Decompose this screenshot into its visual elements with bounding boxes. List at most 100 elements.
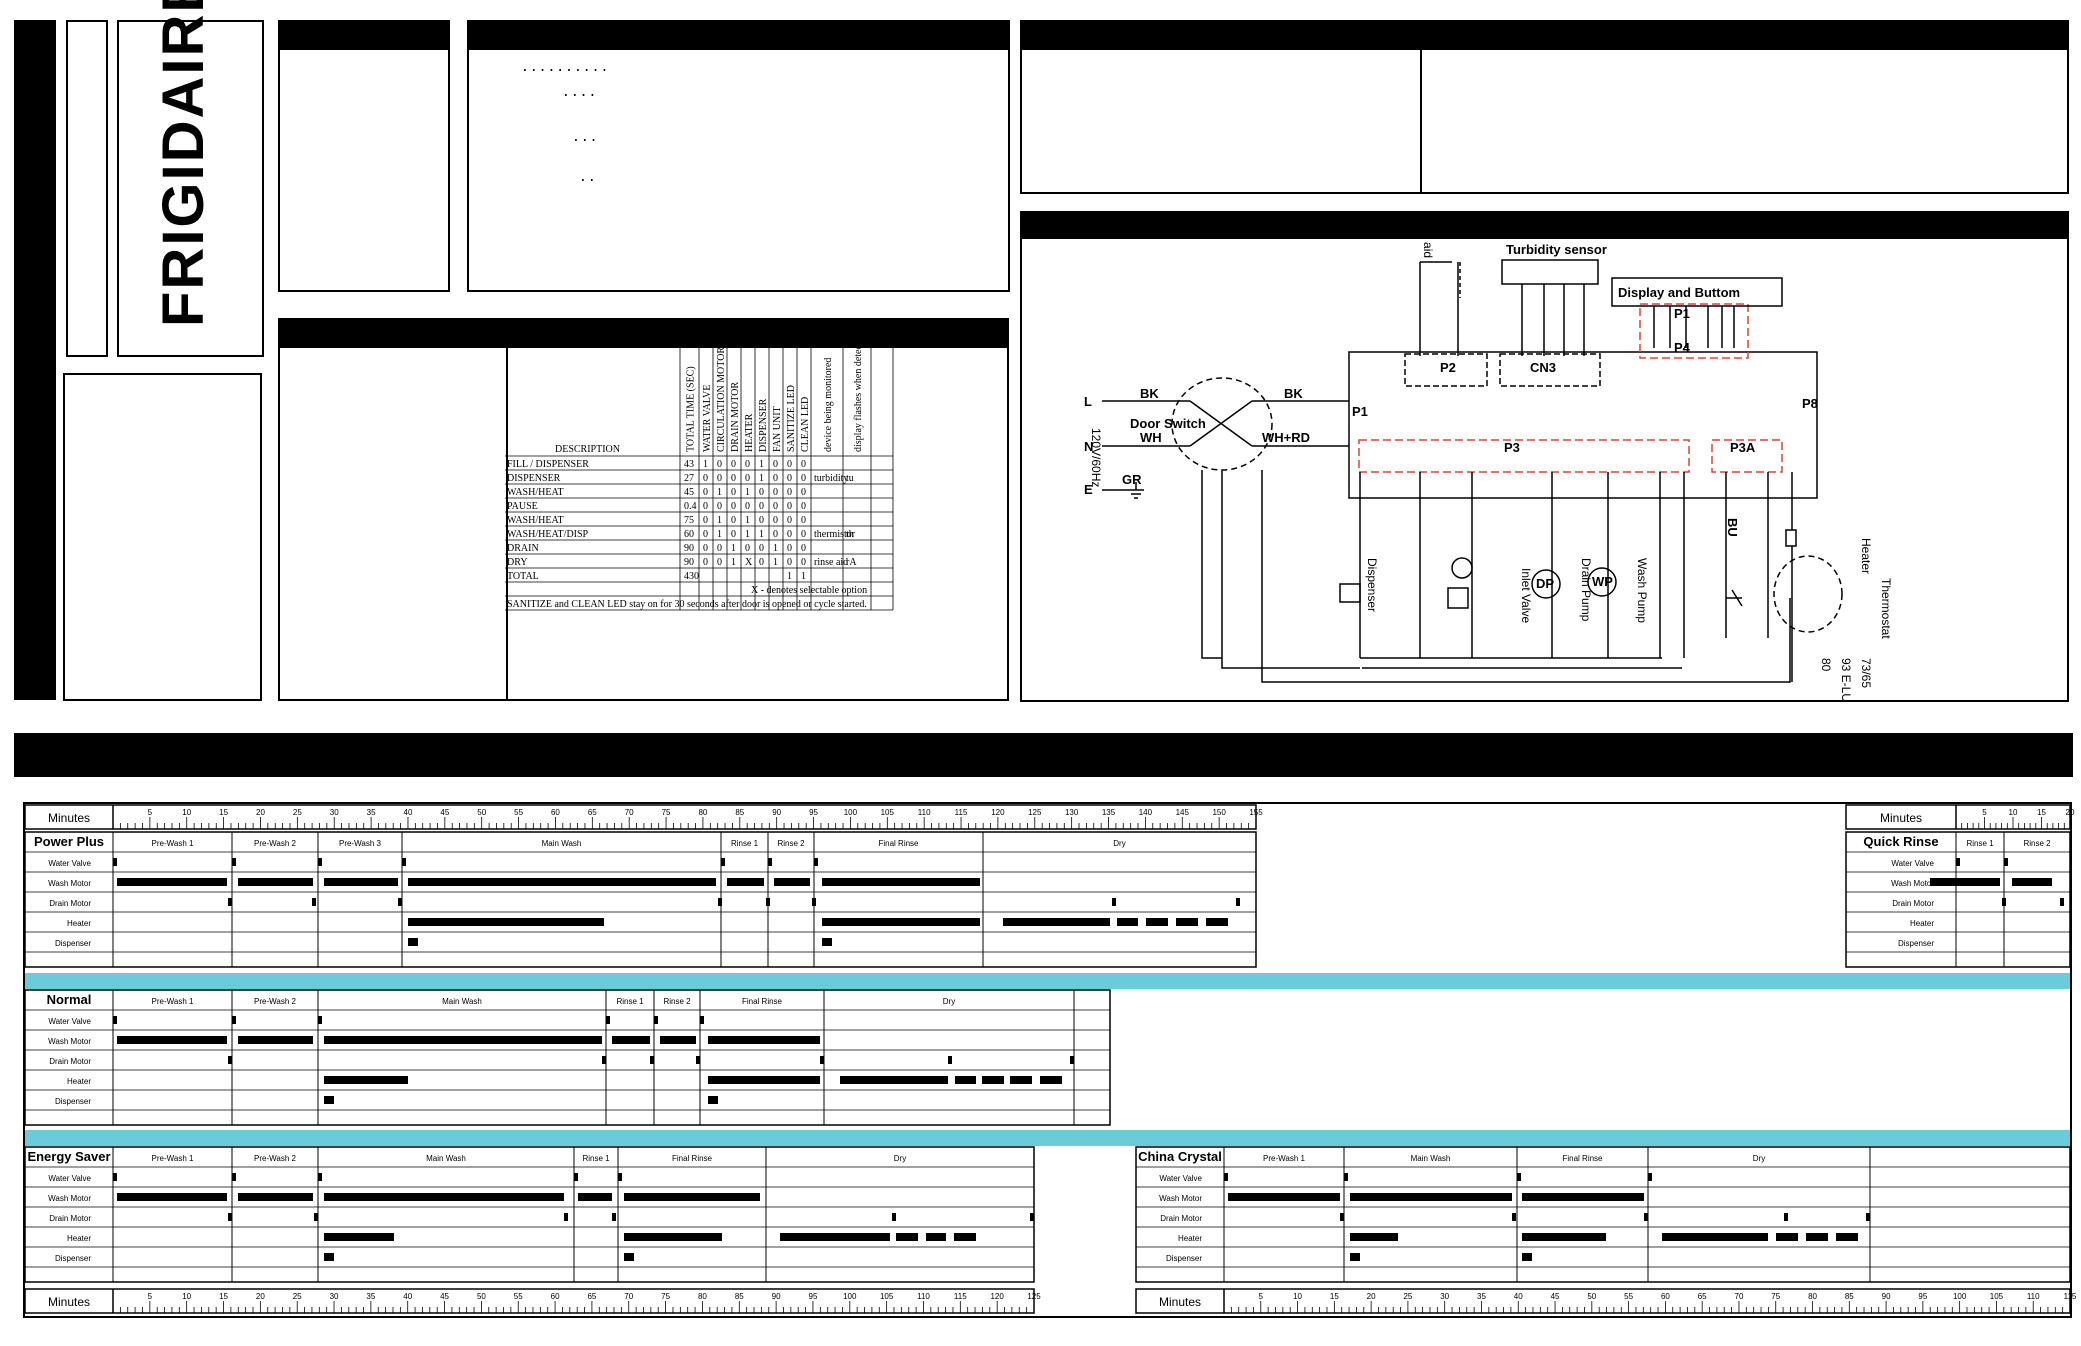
activity-bar (1644, 1213, 1648, 1221)
activity-bar (1784, 1213, 1788, 1221)
table-cell: 0 (801, 459, 806, 470)
ruler-tick-label: 55 (1624, 1292, 1633, 1301)
activity-bar (113, 1016, 117, 1024)
table-cell: 1 (759, 459, 764, 470)
therm-rating-2: 93 E-LUX (1839, 658, 1853, 700)
ruler-tick-label: 105 (1990, 1292, 2004, 1301)
ruler-tick-label: 150 (1212, 808, 1226, 817)
activity-bar (324, 1096, 334, 1104)
bk-wire-label: BK (1140, 386, 1159, 401)
table-cell: 0 (731, 515, 736, 526)
ruler-tick-label: 60 (551, 808, 560, 817)
phase-label: Pre-Wash 2 (254, 839, 296, 848)
table-cell: turbidity (814, 473, 848, 484)
table-cell: DRAIN (507, 543, 539, 554)
track-label: Water Valve (48, 1174, 91, 1183)
earth-label: E (1084, 482, 1093, 497)
ruler-tick-label: 35 (366, 1292, 375, 1301)
activity-bar (948, 1056, 952, 1064)
panel-dots-header (469, 22, 1008, 50)
table-cell: 1 (773, 543, 778, 554)
activity-bar (324, 878, 398, 886)
table-cell: th (846, 529, 854, 540)
table-cell: 0 (731, 501, 736, 512)
table-cell: 0 (703, 557, 708, 568)
activity-bar (896, 1233, 918, 1241)
table-cell: 27 (684, 473, 694, 484)
ruler-tick-label: 30 (330, 1292, 339, 1301)
activity-bar (2012, 878, 2052, 886)
dots-2: .... (562, 85, 598, 100)
track-label: Wash Motor (48, 879, 91, 888)
activity-bar (324, 1253, 334, 1261)
table-cell: 0 (773, 515, 778, 526)
table-cell: 0 (717, 501, 722, 512)
ruler-tick-label: 50 (1587, 1292, 1596, 1301)
table-cell: 1 (745, 529, 750, 540)
table-cell: 43 (684, 459, 694, 470)
activity-bar (117, 1193, 227, 1201)
activity-bar (1776, 1233, 1798, 1241)
track-label: Water Valve (1891, 859, 1934, 868)
table-cell: 45 (684, 487, 694, 498)
table-cell: 1 (745, 515, 750, 526)
table-cell: 1 (731, 557, 736, 568)
panel-small-header (280, 22, 448, 50)
ruler-tick-label: 130 (1065, 808, 1079, 817)
activity-bar (1522, 1253, 1532, 1261)
table-cell: 0 (745, 543, 750, 554)
phase-label: Rinse 1 (731, 839, 759, 848)
p3a-label: P3A (1730, 440, 1756, 455)
track-label: Dispenser (55, 1254, 91, 1263)
table-cell: 0 (703, 529, 708, 540)
activity-bar (814, 858, 818, 866)
table-cell: X (745, 557, 753, 568)
ruler-tick-label: 85 (735, 808, 744, 817)
phase-label: Dry (894, 1154, 906, 1163)
ruler-tick-label: 100 (844, 808, 858, 817)
table-cell: 90 (684, 557, 694, 568)
ruler-box (1845, 804, 2071, 830)
table-cell: WASH/HEAT (507, 487, 564, 498)
ruler-tick-label: 75 (661, 1292, 670, 1301)
table-header-col: WATER VALVE (702, 385, 713, 452)
activity-bar (650, 1056, 654, 1064)
table-cell: 0 (773, 459, 778, 470)
ruler-tick-label: 95 (1918, 1292, 1927, 1301)
table-cell: 0 (717, 557, 722, 568)
ruler-tick-label: 25 (293, 1292, 302, 1301)
phase-label: Rinse 2 (2023, 839, 2051, 848)
activity-bar (892, 1213, 896, 1221)
therm-rating-3: 80 (1819, 658, 1833, 672)
ruler-tick-label: 110 (918, 808, 931, 817)
table-cell: DISPENSER (507, 473, 561, 484)
track-label: Wash Motor (48, 1194, 91, 1203)
ruler-tick-label: 80 (698, 808, 707, 817)
ruler-tick-label: 140 (1139, 808, 1153, 817)
ruler-tick-label: 40 (403, 1292, 412, 1301)
cyan-separator-2 (25, 1130, 2070, 1146)
activity-bar (954, 1233, 976, 1241)
activity-bar (721, 858, 725, 866)
ruler-tick-label: 20 (256, 1292, 265, 1301)
chart-box (1135, 1146, 2071, 1283)
track-label: Drain Motor (1892, 899, 1934, 908)
phase-label: Pre-Wash 1 (1263, 1154, 1305, 1163)
ruler-tick-label: 40 (1514, 1292, 1523, 1301)
supply-label: 120V/60Hz (1089, 428, 1103, 487)
track-label: Water Valve (48, 1017, 91, 1026)
ruler-tick-label: 80 (1808, 1292, 1817, 1301)
activity-bar (228, 1213, 232, 1221)
table-cell: 1 (717, 529, 722, 540)
bk-wire-label-2: BK (1284, 386, 1303, 401)
activity-bar (766, 898, 770, 906)
heater-label: Heater (1859, 538, 1873, 574)
activity-bar (314, 1213, 318, 1221)
phase-label: Dry (1113, 839, 1125, 848)
ruler-tick-label: 145 (1176, 808, 1190, 817)
p1-board-label: P1 (1352, 404, 1368, 419)
ruler-tick-label: 75 (662, 808, 671, 817)
table-cell: 0 (703, 515, 708, 526)
activity-bar (318, 858, 322, 866)
